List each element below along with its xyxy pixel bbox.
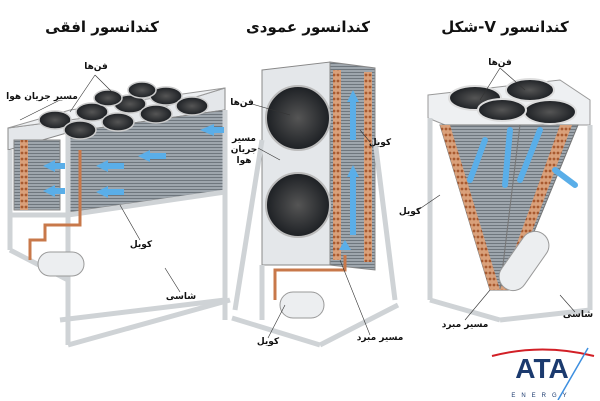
label-refrigerant-path: مسیر مبرد — [356, 333, 404, 343]
label-airflow: مسیر جریان هوا — [230, 134, 258, 166]
label-refrigerant-path: مسیر مبرد — [441, 320, 489, 330]
airflow-arrows — [43, 124, 224, 198]
v-shape-condenser — [417, 67, 593, 323]
label-coil: کویل — [256, 337, 280, 347]
logo-name: ATA — [515, 353, 568, 384]
logo-mark: ATA ENERGY — [491, 347, 595, 401]
horizontal-condenser — [7, 74, 231, 348]
label-chassis: شاسی — [165, 292, 197, 302]
title-horizontal: کندانسور افقی — [45, 18, 159, 36]
label-fans: فن‌ها — [84, 62, 108, 72]
label-coil: کویل — [368, 138, 392, 148]
title-vertical: کندانسور عمودی — [246, 18, 370, 36]
label-coil: کویل — [129, 240, 153, 250]
label-fans: فن‌ها — [230, 98, 254, 108]
vertical-condenser — [231, 61, 400, 348]
label-airflow: مسیر جریان هوا — [6, 92, 78, 102]
title-v-shape: کندانسور V-شکل — [441, 18, 569, 36]
ata-energy-logo: ATA ENERGY — [488, 346, 596, 401]
label-coil: کویل — [398, 207, 422, 217]
label-fans: فن‌ها — [488, 58, 512, 68]
logo-sub: ENERGY — [511, 393, 572, 399]
label-chassis: شاسی — [562, 310, 594, 320]
